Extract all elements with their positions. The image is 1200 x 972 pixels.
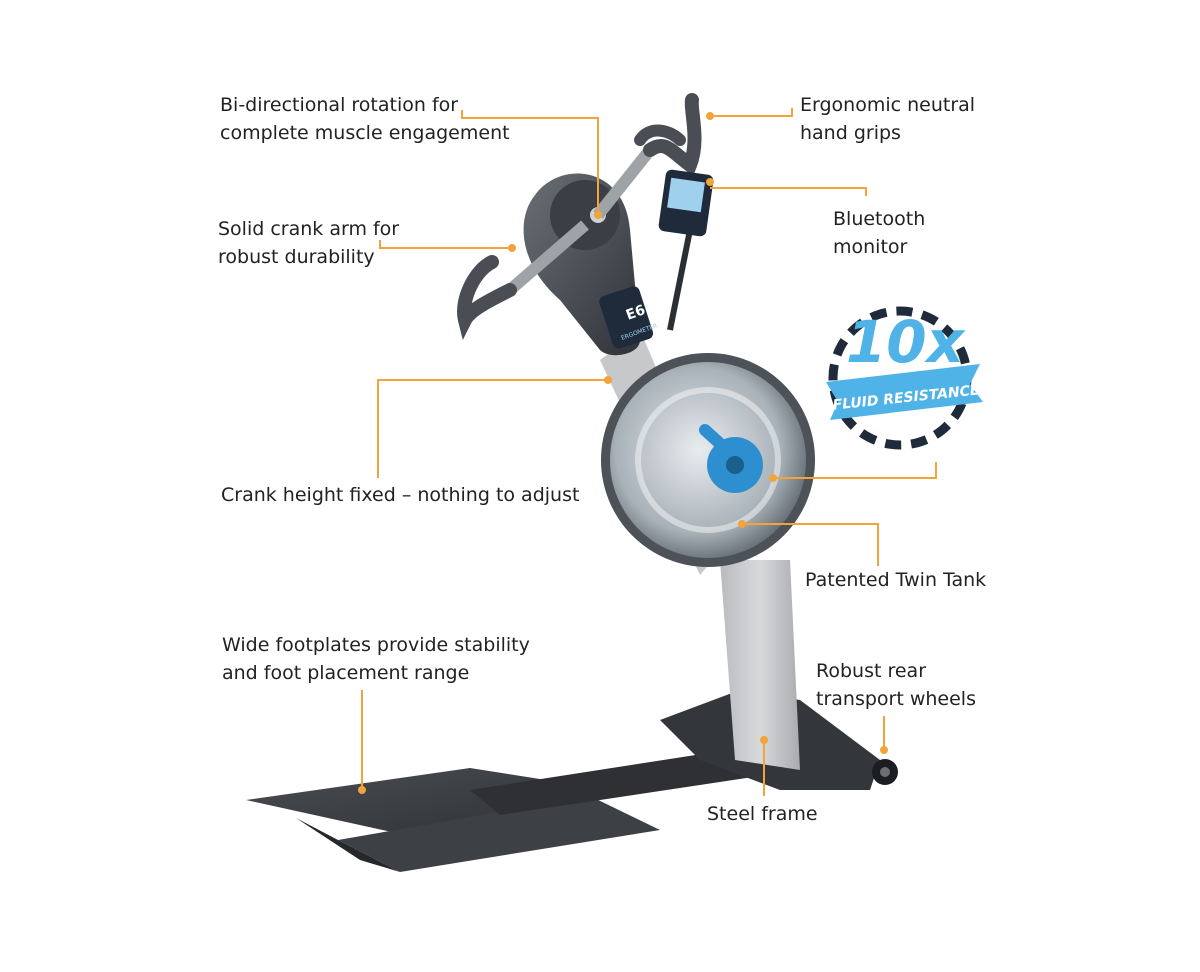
callout-footplates-line1: Wide footplates provide stability [222,634,530,656]
callout-wheels: Robust rear transport wheels [816,657,976,713]
callout-wheels-line1: Robust rear [816,660,927,682]
callout-monitor-line2: monitor [833,236,908,258]
callout-grips: Ergonomic neutral hand grips [800,91,975,147]
leader-grips [710,108,793,117]
callout-bidirectional: Bi-directional rotation for complete mus… [220,91,510,147]
callout-crank-arm-line1: Solid crank arm for [218,218,400,240]
badge-number: 10x [846,308,966,376]
callout-footplates: Wide footplates provide stability and fo… [222,631,530,687]
callout-bidirectional-line1: Bi-directional rotation for [220,94,459,116]
callout-crank-height: Crank height fixed – nothing to adjust [221,481,579,509]
crank-head [523,173,654,356]
callout-frame-line1: Steel frame [707,803,818,825]
callout-twin-tank-line1: Patented Twin Tank [805,569,987,591]
bluetooth-monitor [658,169,714,331]
callout-grips-line1: Ergonomic neutral [800,94,976,116]
fluid-resistance-badge: 10x FLUID RESISTANCE [826,306,983,450]
callout-crank-arm-line2: robust durability [218,246,375,268]
callout-monitor-line1: Bluetooth [833,208,926,230]
callout-bidirectional-line2: complete muscle engagement [220,122,510,144]
leader-lines [358,108,937,796]
callout-twin-tank: Patented Twin Tank [805,566,986,594]
callout-footplates-line2: and foot placement range [222,662,470,684]
leader-bidirectional [461,110,599,215]
callout-monitor: Bluetooth monitor [833,205,925,261]
leader-crank-arm [379,240,512,249]
twin-tank [601,353,815,567]
callout-wheels-line2: transport wheels [816,688,976,710]
leader-badge [773,462,937,479]
callout-crank-height-line1: Crank height fixed – nothing to adjust [221,484,580,506]
leader-twin-tank [742,523,879,566]
leader-monitor [710,187,867,196]
callout-frame: Steel frame [707,800,818,828]
callout-grips-line2: hand grips [800,122,901,144]
callout-crank-arm: Solid crank arm for robust durability [218,215,399,271]
crank-arms [457,93,702,341]
leader-crank-height [377,379,608,478]
